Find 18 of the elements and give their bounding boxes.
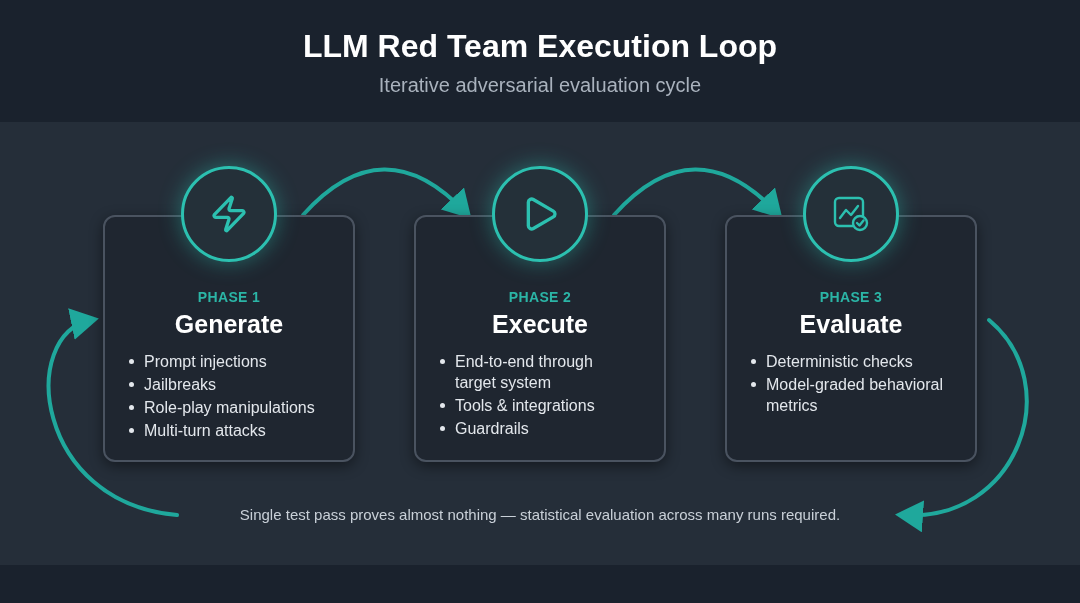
bullet-item: Tools & integrations xyxy=(455,396,596,416)
phase-heading: Generate xyxy=(174,309,284,340)
phase-heading: Evaluate xyxy=(799,309,903,340)
phase-label: PHASE 3 xyxy=(819,288,883,307)
bullet-item: Multi-turn attacks xyxy=(144,421,267,441)
subtitle: Iterative adversarial evaluation cycle xyxy=(378,73,702,98)
bullet-item: Guardrails xyxy=(455,419,530,439)
note-text: Single test pass proves almost nothing — statistical evaluation across many runs required. xyxy=(239,504,841,525)
curved-arrow xyxy=(895,318,1029,531)
phase-label: PHASE 2 xyxy=(508,288,572,307)
bullet-item: Deterministic checks xyxy=(766,352,914,372)
bullet-item: Prompt injections xyxy=(144,352,268,372)
bullet-item: Model-graded behavioral metrics xyxy=(766,375,944,416)
bullet-item: Role-play manipulations xyxy=(144,398,316,418)
title: LLM Red Team Execution Loop xyxy=(302,27,778,66)
phase-label: PHASE 1 xyxy=(197,288,261,307)
phase-heading: Execute xyxy=(492,309,588,340)
bullet-item: End-to-end through target system xyxy=(455,352,594,393)
